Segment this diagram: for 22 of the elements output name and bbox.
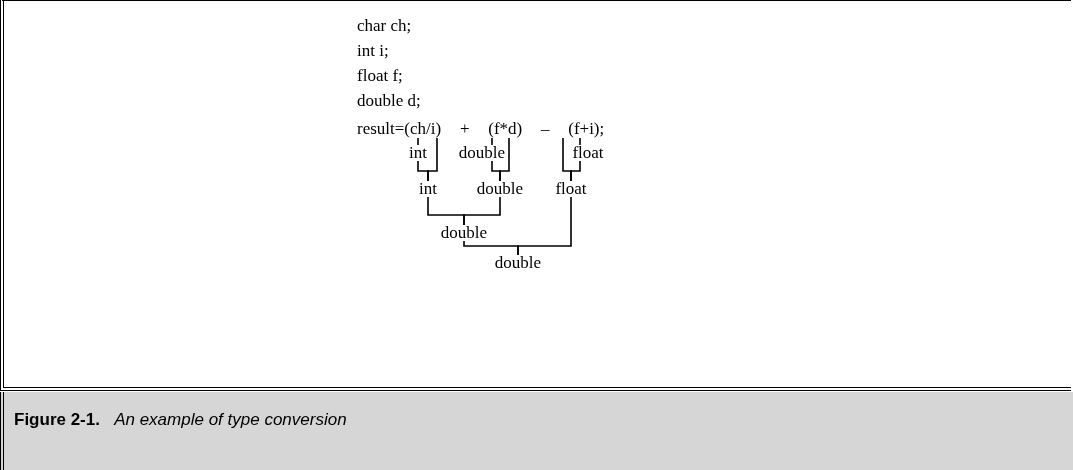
type-label: double <box>458 145 506 161</box>
type-label: double <box>476 181 524 197</box>
bracket-line <box>463 196 501 226</box>
type-label: float <box>572 145 604 161</box>
type-label: double <box>440 225 488 241</box>
declaration-line: char ch; <box>357 16 412 36</box>
figure-caption: Figure 2-1. An example of type conversion <box>14 410 347 430</box>
declaration-line: float f; <box>357 66 403 86</box>
type-label: int <box>409 145 427 161</box>
type-label: float <box>555 181 587 197</box>
bracket-line <box>517 196 572 256</box>
declaration-line: int i; <box>357 41 389 61</box>
declaration-line: double d; <box>357 91 421 111</box>
bracket-line <box>570 160 581 182</box>
bracket-line <box>427 137 438 182</box>
bracket-line <box>417 137 419 146</box>
expression-line: result=(ch/i) + (f*d) – (f+i); <box>357 120 605 138</box>
type-label: double <box>494 255 542 271</box>
bracket-line <box>491 137 493 146</box>
bracket-line <box>579 137 581 146</box>
type-label: int <box>419 181 437 197</box>
bracket-line <box>491 160 501 182</box>
